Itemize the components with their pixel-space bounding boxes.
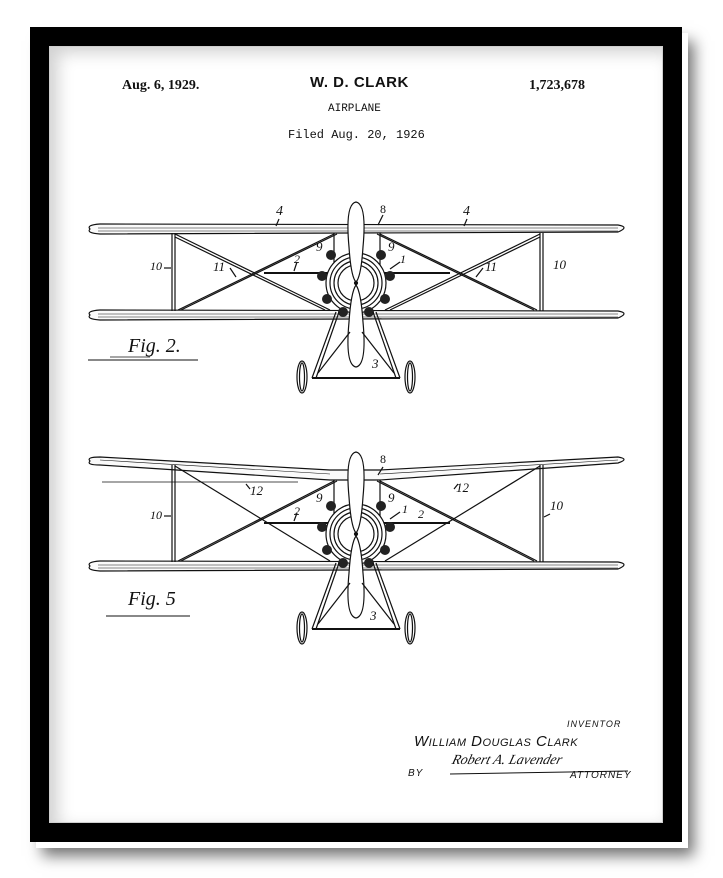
callout-11-left: 11 [213,259,226,274]
callout-9b-fig5: 9 [388,490,395,505]
fig-5-label: Fig. 5 [128,588,176,610]
attorney-signature: Robert A. Lavender [450,753,564,768]
callout-4-left: 4 [276,204,283,219]
callout-10-left-fig5: 10 [150,508,162,522]
fig-2-label: Fig. 2. [128,335,181,357]
callout-10-left-fig2: 10 [150,259,162,273]
patent-number: 1,723,678 [529,78,585,93]
fig5-biplane [88,451,625,645]
figure-2-drawing [88,201,629,775]
callout-2-fig2: 2 [294,252,300,266]
callout-9b-fig2: 9 [388,239,395,254]
callout-1-fig2: 1 [400,252,406,266]
callout-3-fig5: 3 [370,608,377,623]
callout-9a-fig5: 9 [316,490,323,505]
picture-frame: Aug. 6, 1929. W. D. CLARK 1,723,678 AIRP… [30,27,682,842]
patent-print: Aug. 6, 1929. W. D. CLARK 1,723,678 AIRP… [49,46,663,823]
callout-2b-fig5: 2 [418,507,424,521]
attorney-label: ATTORNEY [570,770,632,781]
inventor-label: INVENTOR [567,719,622,729]
callout-8-fig5: 8 [380,452,386,466]
filed-date: Filed Aug. 20, 1926 [288,128,425,142]
callout-11-right: 11 [485,259,498,274]
inventor-name: William Douglas Clark [414,733,579,750]
callout-4-right: 4 [463,204,470,219]
callout-12-left: 12 [250,483,263,498]
callout-9a-fig2: 9 [316,239,323,254]
callout-3-fig2: 3 [372,356,379,371]
callout-8-fig2: 8 [380,202,386,216]
callout-2a-fig5: 2 [294,504,300,518]
callout-10-right-fig2: 10 [553,257,566,272]
callout-12-right: 12 [456,480,469,495]
callout-10-right-fig5: 10 [550,498,563,513]
inventor-header: W. D. CLARK [310,74,409,91]
patent-date: Aug. 6, 1929. [122,78,200,93]
patent-title: AIRPLANE [328,103,381,115]
by-label: BY [408,768,424,779]
fig2-biplane [88,201,625,394]
callout-1-fig5: 1 [402,502,408,516]
